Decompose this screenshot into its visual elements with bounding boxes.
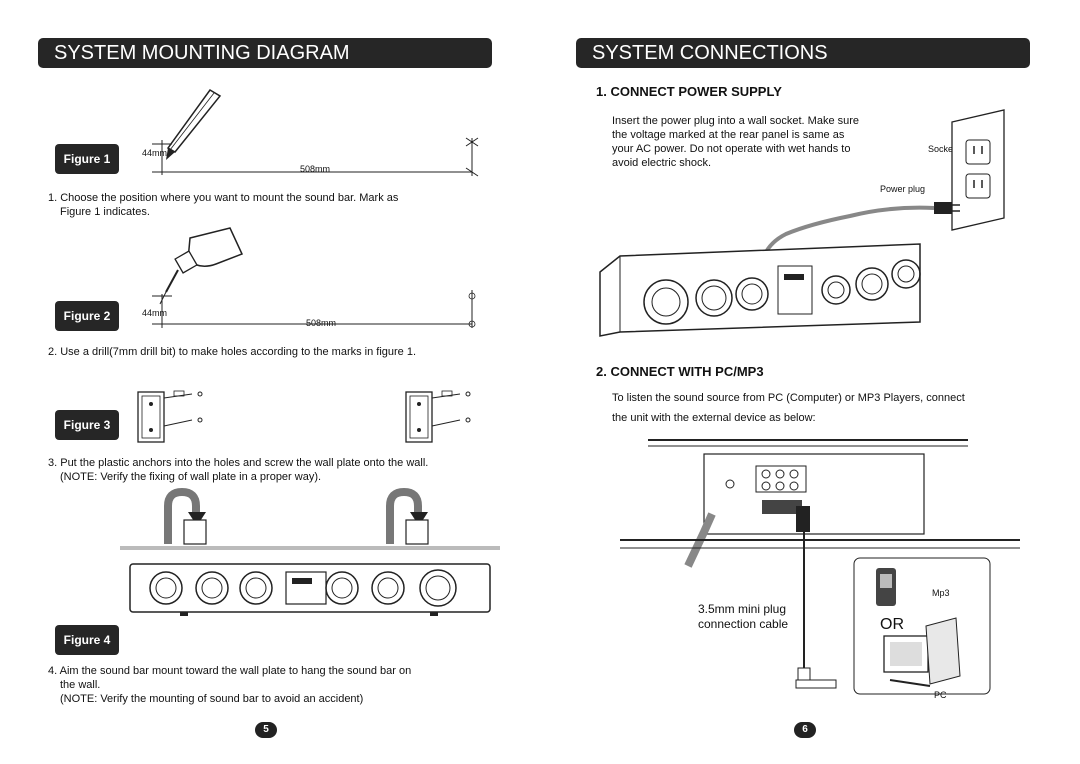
- mp3-player-icon: [876, 568, 896, 606]
- step-1-text: 1. Choose the position where you want to…: [48, 192, 399, 218]
- power-connection-diagram: [599, 109, 1005, 337]
- wall-plate-left-icon: [137, 390, 203, 443]
- page-number-left: 5: [255, 722, 277, 738]
- connections-banner: SYSTEM CONNECTIONS: [576, 38, 1030, 68]
- mounting-diagram-banner: SYSTEM MOUNTING DIAGRAM: [38, 38, 492, 68]
- socket-label: Socket: [928, 144, 956, 154]
- pc-icon: [883, 617, 961, 687]
- figure-1-width-dim: 508mm: [300, 164, 331, 174]
- mp3-label: Mp3: [932, 588, 950, 598]
- soundbar-rear-icon: [599, 243, 921, 337]
- figure-4-soundbar-hang: [120, 487, 500, 616]
- figure-3-wall-plates: [137, 390, 471, 443]
- step-2-text: 2. Use a drill(7mm drill bit) to make ho…: [48, 346, 417, 358]
- mini-plug-icon: [795, 667, 837, 689]
- step-3-text: 3. Put the plastic anchors into the hole…: [48, 457, 429, 483]
- hang-arrow-left-icon: [164, 487, 207, 545]
- wall-plate-right-icon: [405, 390, 471, 443]
- section-1-heading: 1. CONNECT POWER SUPPLY: [596, 84, 782, 99]
- figure-1-label: Figure 1: [55, 144, 119, 174]
- power-plug-icon: [934, 202, 960, 214]
- figure-2-label: Figure 2: [55, 301, 119, 331]
- cable-label: 3.5mm mini plug connection cable: [698, 602, 789, 631]
- step-4-text: 4. Aim the sound bar mount toward the wa…: [48, 665, 412, 705]
- page-number-right: 6: [794, 722, 816, 738]
- figure-1-height-dim: 44mm: [142, 148, 168, 158]
- pc-label: PC: [934, 690, 947, 700]
- pc-mp3-connection-diagram: [620, 439, 1020, 695]
- or-label: OR: [880, 616, 904, 633]
- drill-icon: [159, 227, 244, 305]
- section-1-text: Insert the power plug into a wall socket…: [612, 115, 860, 169]
- rear-panel-icon: [703, 453, 925, 535]
- figure-3-label: Figure 3: [55, 410, 119, 440]
- figure-1-diagram: [152, 89, 479, 177]
- hang-arrow-right-icon: [386, 487, 429, 545]
- figure-4-label: Figure 4: [55, 625, 119, 655]
- wall-socket-icon: [951, 109, 1005, 231]
- figure-2-width-dim: 508mm: [306, 318, 337, 328]
- figure-2-diagram: [152, 227, 476, 328]
- section-2-heading: 2. CONNECT WITH PC/MP3: [596, 364, 764, 379]
- power-plug-label: Power plug: [880, 184, 926, 194]
- section-2-text: To listen the sound source from PC (Comp…: [612, 392, 965, 424]
- pencil-icon: [166, 89, 222, 160]
- figure-2-height-dim: 44mm: [142, 308, 168, 318]
- soundbar-front-icon: [129, 563, 491, 616]
